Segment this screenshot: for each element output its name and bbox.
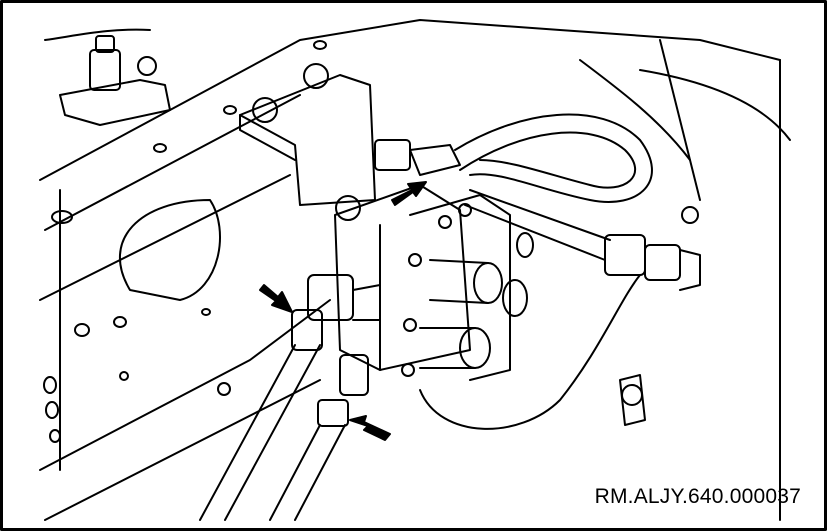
- callout-arrows: [259, 181, 427, 441]
- left-hose-fitting: [199, 274, 381, 521]
- top-bracket-fitting: [44, 28, 171, 126]
- outlet-ports: [419, 232, 534, 369]
- valve-block: [334, 184, 511, 381]
- chassis-rail: [39, 19, 791, 521]
- lower-fitting: [269, 354, 369, 521]
- right-tube-fitting: [419, 189, 701, 430]
- arrow-left-hose-fitting: [259, 284, 293, 313]
- arrow-lower-fitting: [349, 415, 391, 441]
- upper-fitting: [374, 113, 653, 203]
- mounting-bracket: [239, 63, 376, 221]
- reference-code: RM.ALJY.640.000037: [594, 485, 801, 508]
- arrow-upper-fitting: [391, 181, 427, 206]
